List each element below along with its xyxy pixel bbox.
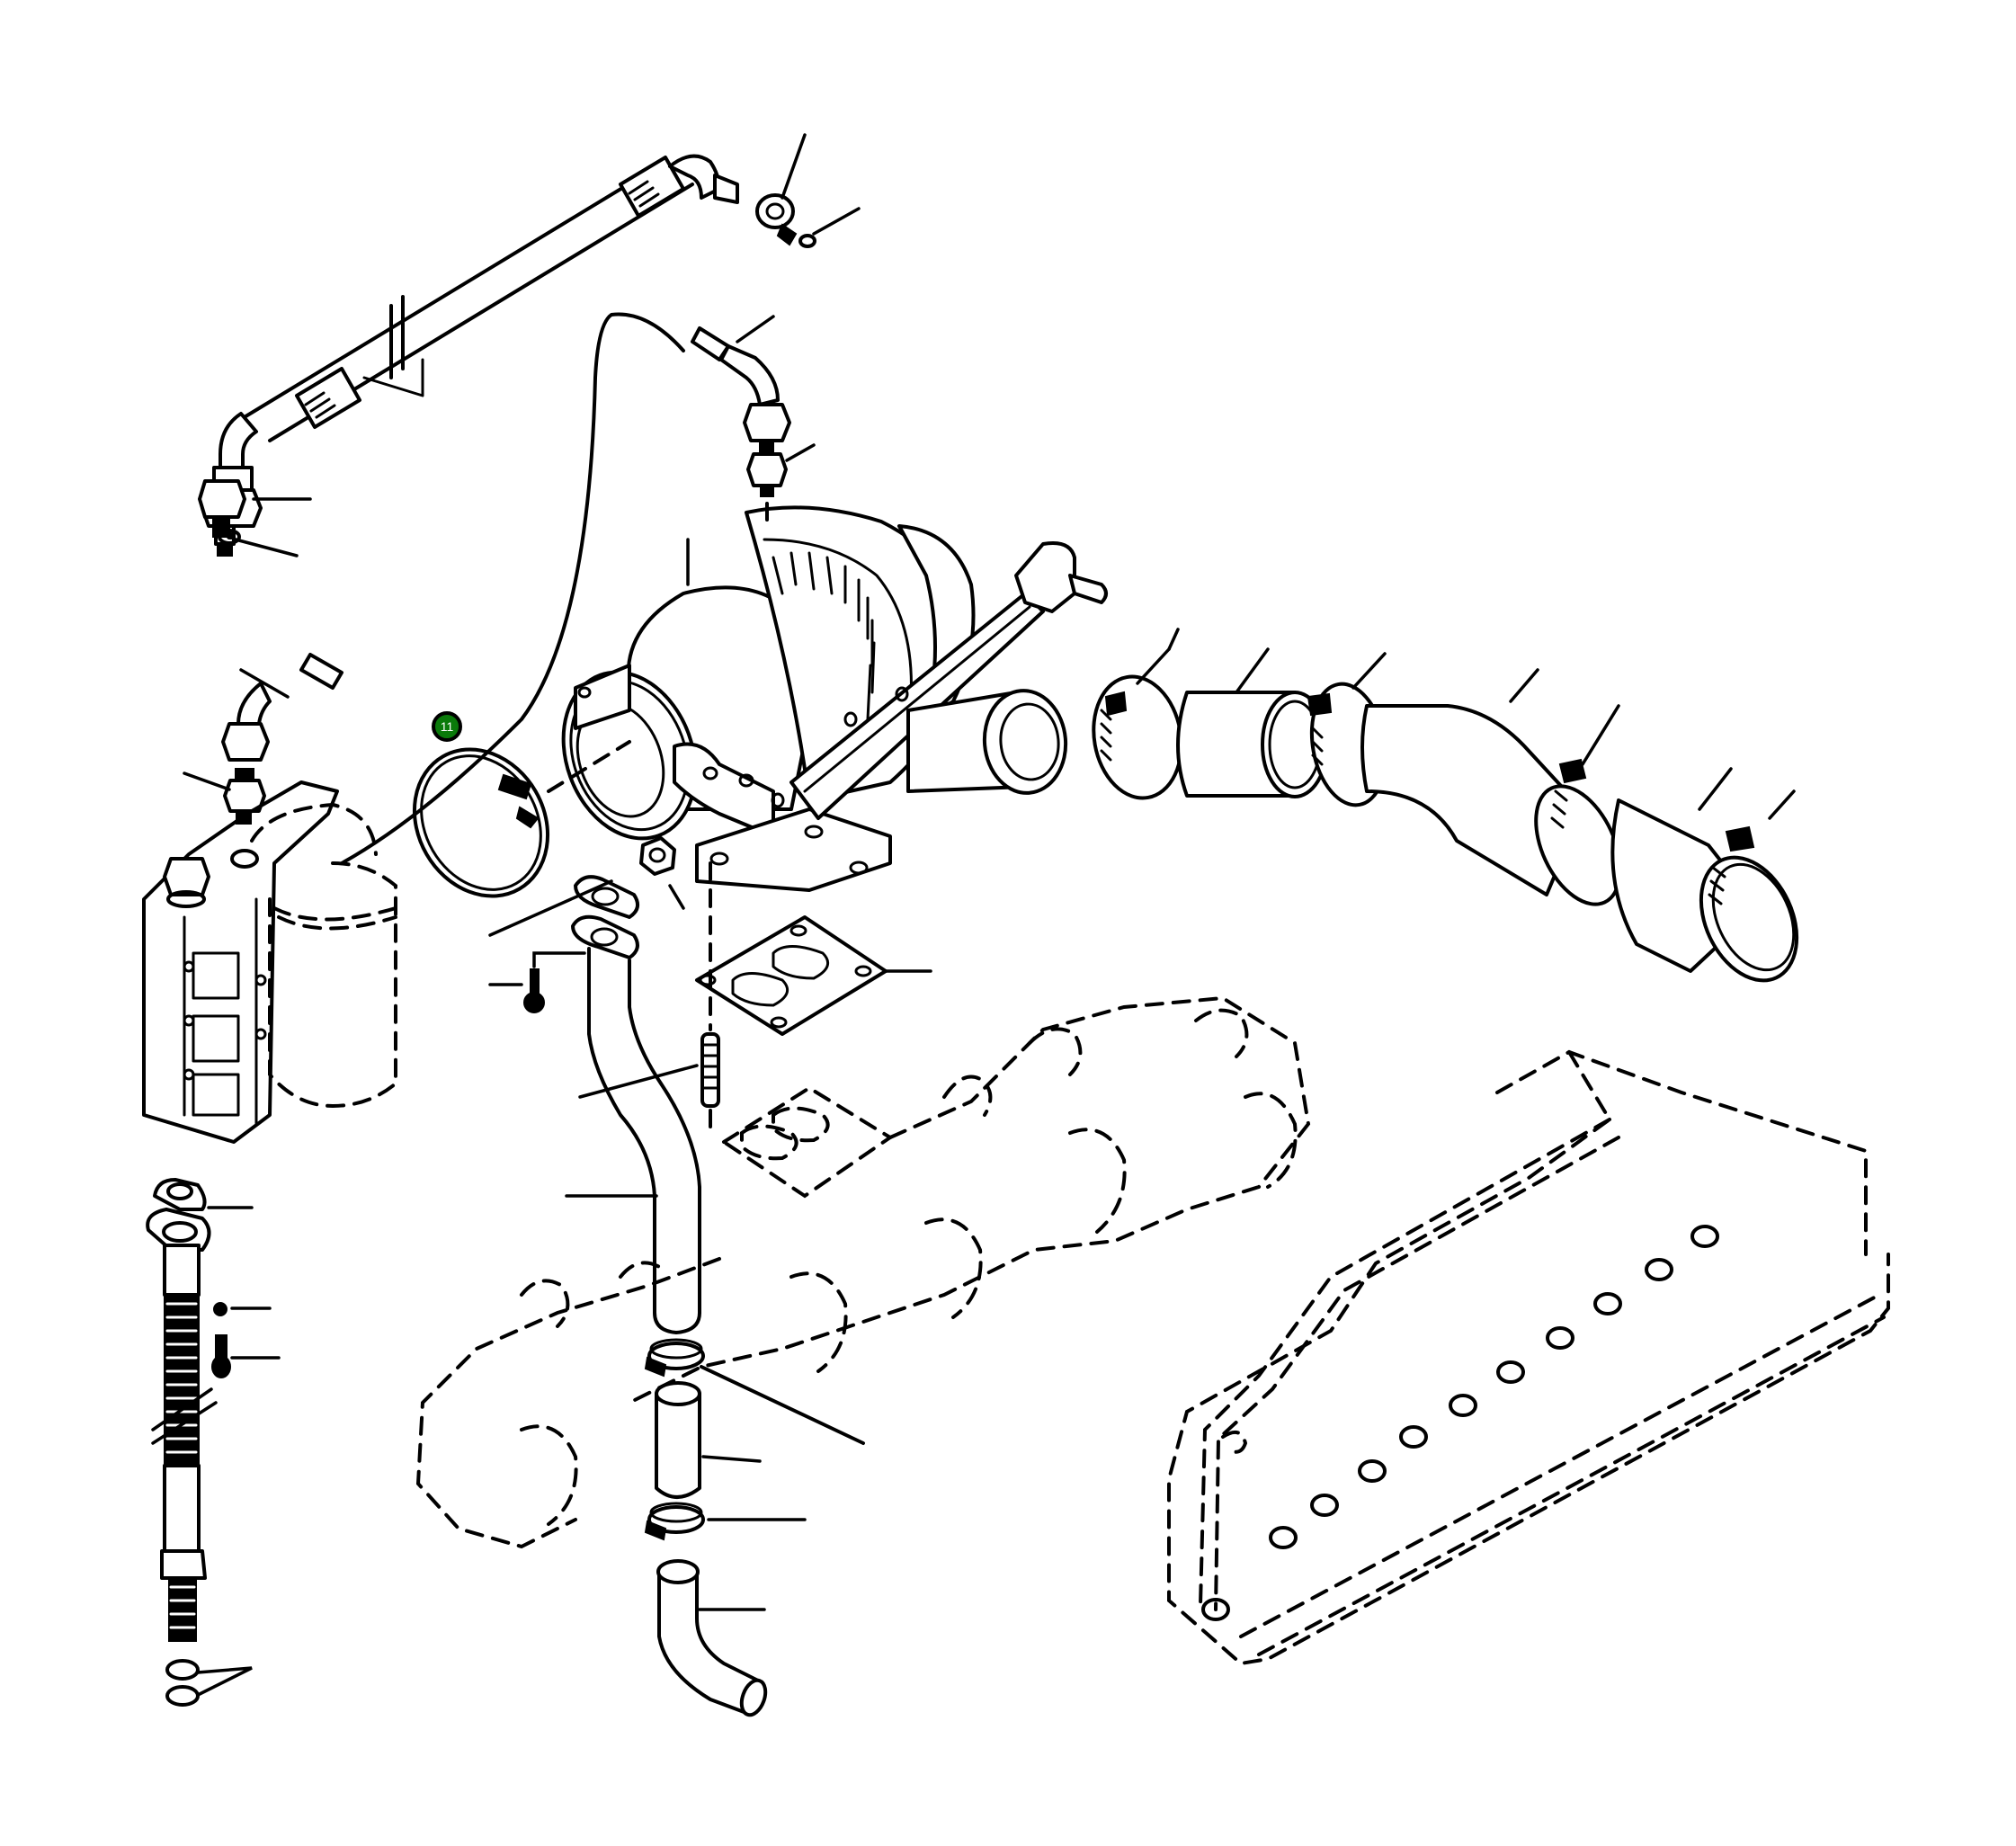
turbo-gasket: [695, 915, 888, 1036]
turbocharger: [547, 502, 1108, 892]
oil-return-line: [221, 312, 791, 865]
banjo-bolt-top: [755, 193, 816, 248]
mounting-stud: [700, 861, 720, 1139]
drain-bolts: [211, 1302, 231, 1378]
banjo-bolt-left: [198, 479, 246, 538]
callout-label: 11: [440, 719, 454, 734]
intake-manifold-phantom: [1167, 1049, 1890, 1666]
rubber-hose-short: [655, 1381, 701, 1499]
drain-elbow: [656, 1559, 768, 1717]
v-band-clamp: [412, 747, 550, 898]
oil-filter-phantom: [250, 802, 397, 1109]
flange-nut: [639, 836, 676, 876]
oil-feed-line: [212, 154, 739, 492]
leader-lines: [183, 133, 1796, 1697]
intake-hose-assembly: [1092, 674, 1799, 983]
gasket-bolt: [523, 951, 586, 1013]
exhaust-manifold-phantom: [415, 995, 1311, 1549]
oil-drain-pipe: [587, 947, 701, 1334]
manifold-bolts: [1201, 1225, 1719, 1621]
oil-drain-tube: [146, 1178, 218, 1707]
hose-clamp-upper: [644, 1338, 705, 1378]
oil-filter-head: [142, 780, 339, 1144]
callout-badge-11[interactable]: 11: [432, 711, 462, 742]
sealing-washer-left: [218, 529, 241, 545]
oil-drain-gaskets: [571, 875, 639, 959]
hose-clamp-lower: [644, 1502, 705, 1541]
